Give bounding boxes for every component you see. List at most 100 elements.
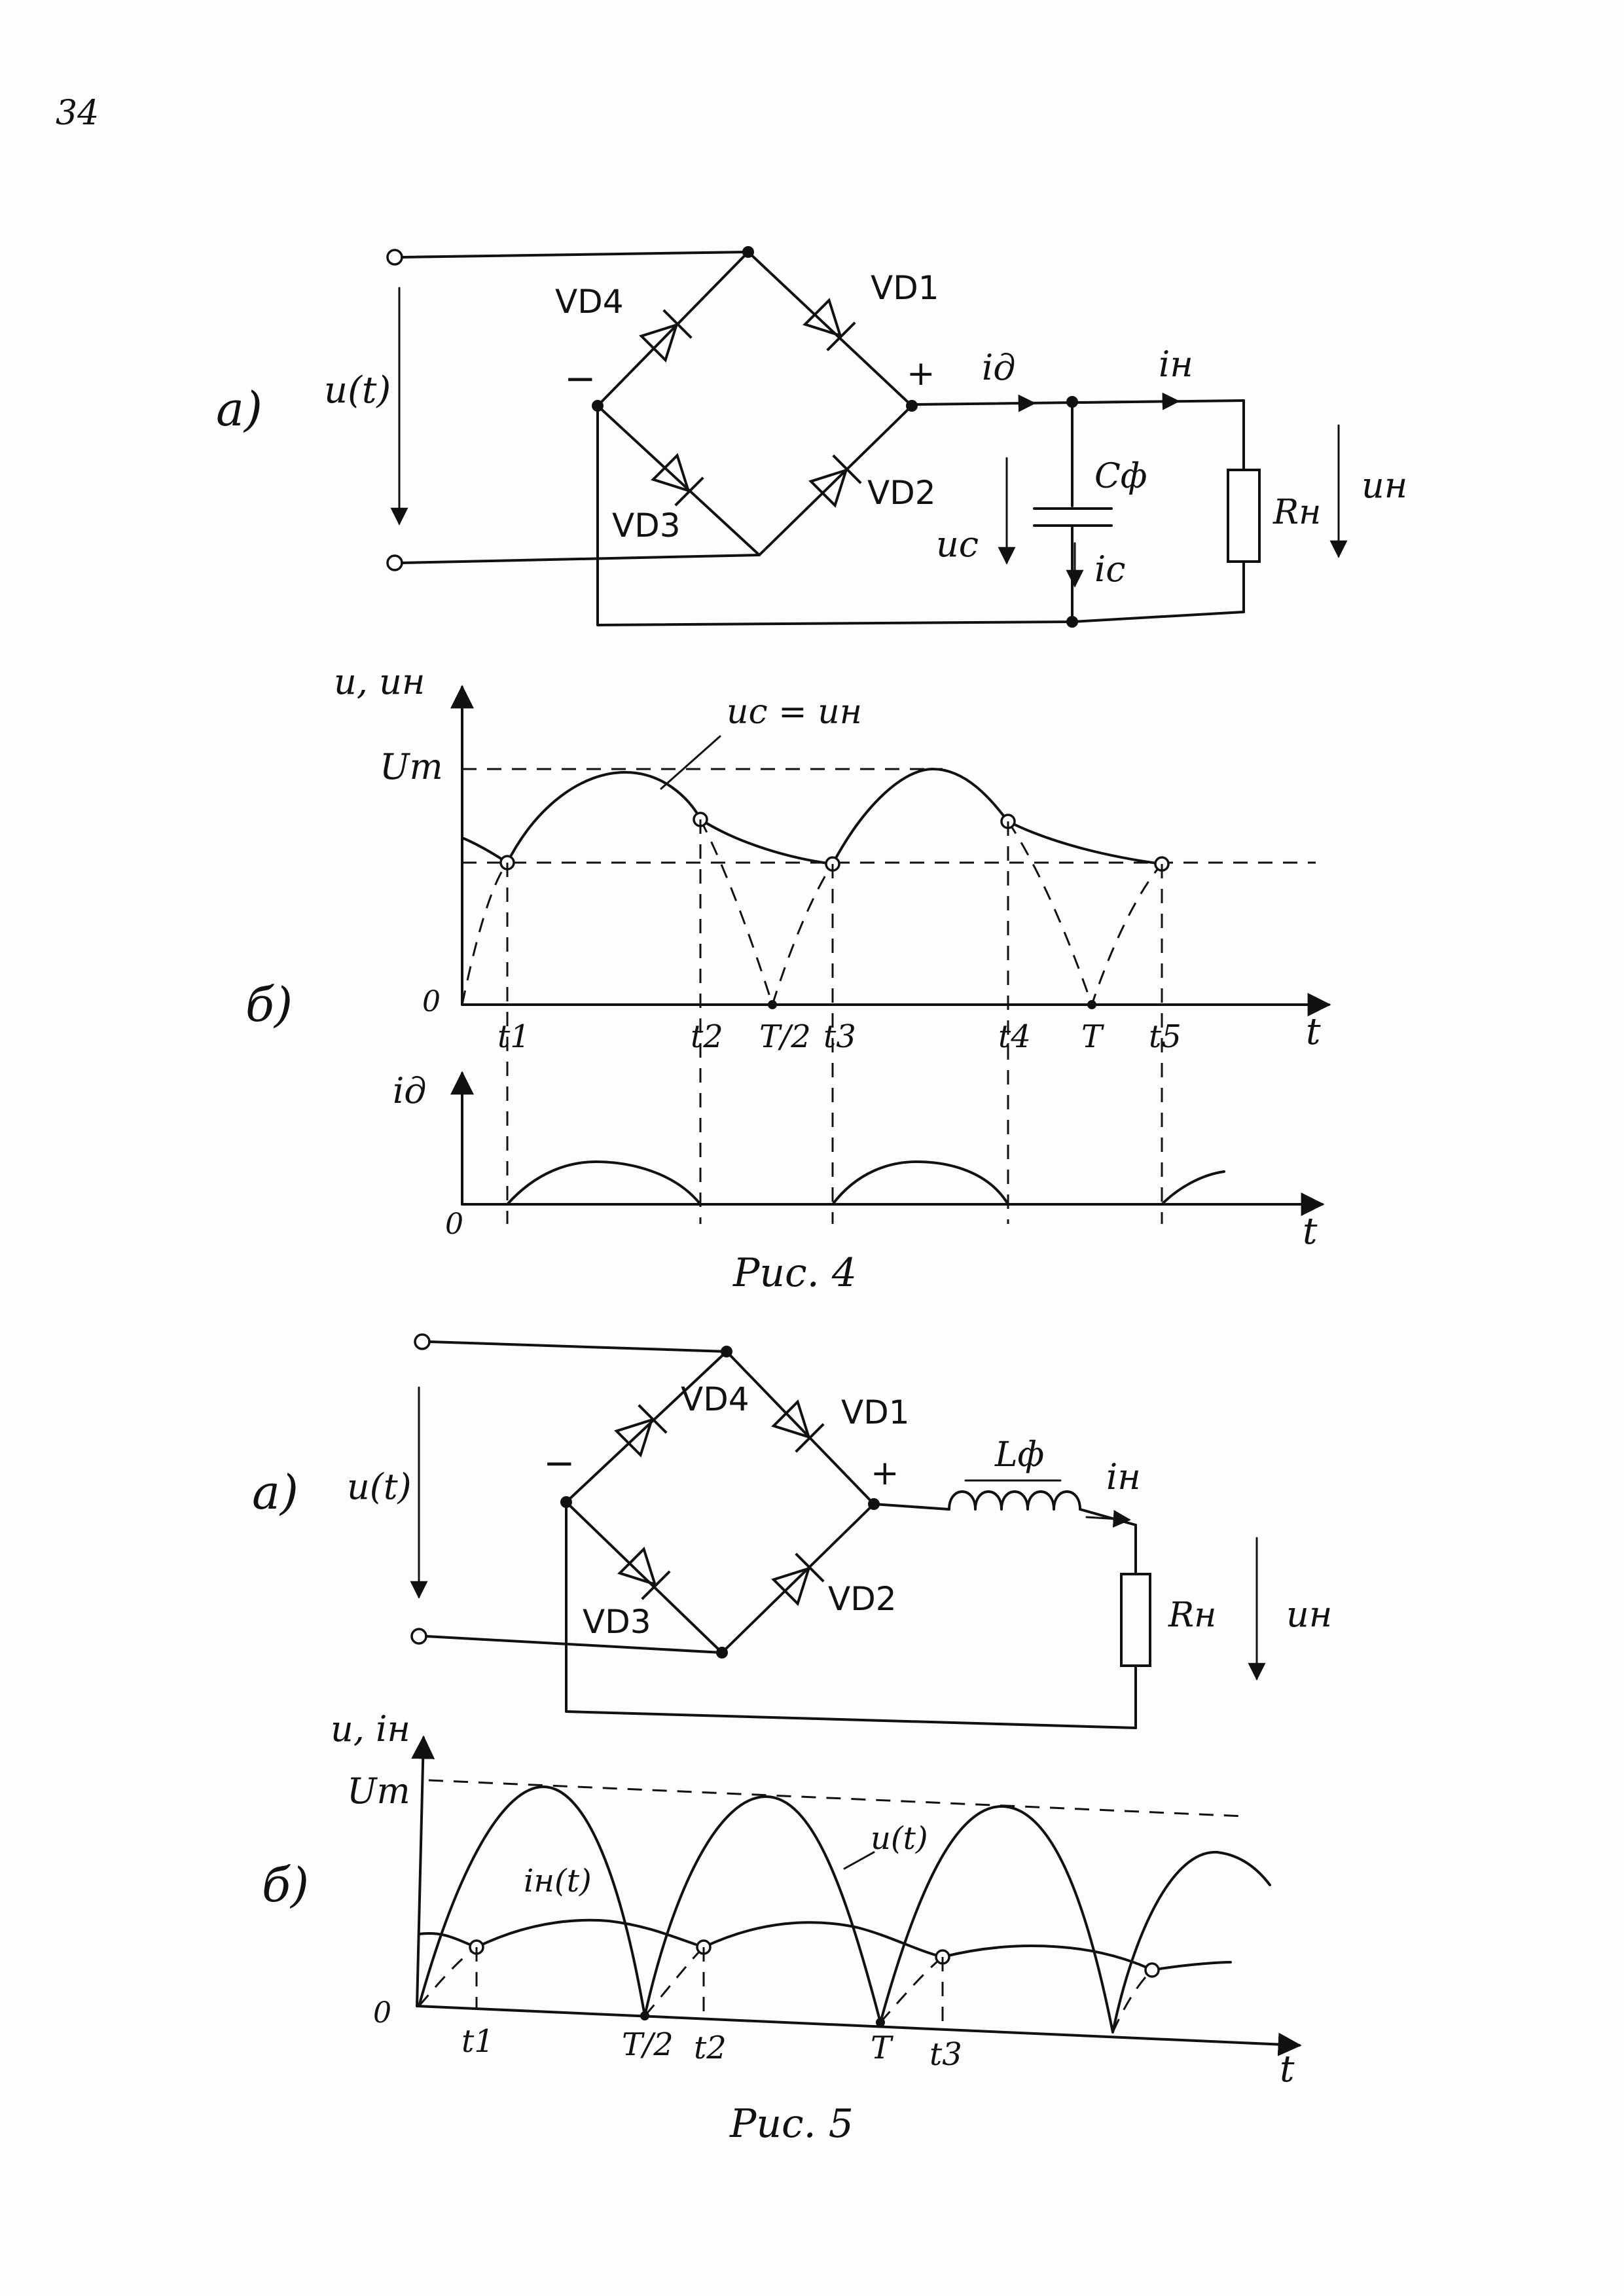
fig5-diode-vd2	[771, 1552, 825, 1606]
fig4-diode-current-label: iд	[982, 347, 1016, 388]
fig4-vd4-label: VD4	[555, 283, 624, 321]
fig4-zero-label: 0	[422, 985, 441, 1018]
fig4-tick-half-period: T/2	[759, 1018, 811, 1055]
fig5-input-terminal-bottom	[410, 1628, 427, 1645]
fig4-current-pulse-2	[831, 1160, 1009, 1206]
fig5-graph-y-axis	[411, 1735, 435, 2007]
fig5-tick-t1: t1	[461, 2023, 494, 2060]
fig5-tick-half-period: T/2	[622, 2026, 674, 2063]
fig5-current-curve-label: iн(t)	[524, 1863, 592, 1899]
fig4-current-pulse-1	[506, 1160, 702, 1206]
page-number: 34	[56, 94, 99, 133]
fig4-vd1-label: VD1	[871, 269, 939, 307]
fig5-load-current-arrow	[1085, 1510, 1131, 1528]
fig5-current-dash-3	[879, 1956, 943, 2023]
fig4-point-period	[1087, 1000, 1096, 1009]
fig4-diode-vd3	[651, 453, 704, 507]
fig4-tick-t3: t3	[823, 1018, 856, 1055]
fig5-inductor-label: Lф	[994, 1435, 1044, 1475]
fig4-curve-label: uc = uн	[727, 692, 862, 732]
fig5-load-current-label: iн	[1106, 1456, 1141, 1498]
fig5-voltage-curve-label: u(t)	[871, 1820, 928, 1857]
fig4-curve-label-leader	[660, 735, 721, 790]
fig5-part-a-label: а)	[252, 1465, 298, 1520]
fig4-rectified-dash-2	[699, 819, 834, 1008]
fig5-inductor	[948, 1490, 1081, 1511]
fig5-current-curve	[418, 1918, 1232, 1971]
fig5-um-dashed-line	[428, 1779, 1244, 1818]
fig5-return-wire	[565, 1501, 1137, 1729]
fig4-diode-vd4	[639, 309, 693, 363]
fig5-resistor-label: Rн	[1168, 1596, 1216, 1635]
fig4-current-y-label: iд	[393, 1070, 427, 1111]
fig5-point-half-period	[640, 2011, 649, 2020]
fig5-zero-label: 0	[373, 1996, 391, 2030]
fig5-input-terminal-top	[414, 1333, 431, 1350]
fig4-caption: Рис. 4	[732, 1250, 857, 1296]
fig5-current-dash-4	[1111, 1969, 1153, 2033]
fig4-plus-sign: +	[907, 354, 935, 393]
fig4-current-pulse-3	[1161, 1170, 1225, 1206]
fig5-circuit: а) u(t) VD4 VD1 VD3 VD2 −	[252, 1333, 1332, 1729]
fig5-current-dash-2	[643, 1946, 705, 2017]
fig4-input-voltage-label: u(t)	[324, 369, 391, 412]
fig4-capacitor-label: Cф	[1094, 457, 1147, 496]
fig5-t-axis-label: t	[1280, 2048, 1295, 2090]
fig4-load-current-arrow	[1098, 392, 1180, 410]
fig5-vd1-label: VD1	[841, 1393, 910, 1431]
fig4-resistor-label: Rн	[1272, 493, 1321, 532]
fig5-load-resistor	[1120, 1573, 1151, 1667]
fig5-vd2-label: VD2	[828, 1580, 897, 1618]
fig5-load-voltage-label: uн	[1286, 1594, 1332, 1635]
fig5-diode-vd1	[771, 1399, 825, 1453]
fig4-cap-current-label: ic	[1094, 548, 1126, 590]
fig4-point-half-period	[768, 1000, 777, 1009]
fig4-wire-bottom	[401, 554, 761, 564]
fig4-voltage-graph: б) u, uн Um 0 t uc = uн t1 t2 T/2	[245, 661, 1331, 1224]
fig4-tick-period: T	[1081, 1018, 1104, 1055]
fig4-load-current-label: iн	[1159, 344, 1193, 385]
fig4-bridge	[596, 251, 913, 556]
fig5-wire-to-inductor	[873, 1503, 950, 1511]
fig5-part-b-label: б)	[262, 1857, 309, 1912]
fig5-input-voltage-label: u(t)	[347, 1466, 412, 1507]
fig5-diode-vd4	[614, 1404, 668, 1458]
fig4-current-t-axis-label: t	[1303, 1210, 1318, 1253]
fig4-load-resistor	[1227, 469, 1261, 563]
fig4-vd2-label: VD2	[867, 474, 936, 512]
fig5-diode-vd3	[617, 1547, 671, 1600]
fig5-tick-t2: t2	[694, 2030, 727, 2066]
fig4-wire-top	[401, 251, 749, 259]
fig5-tick-t3: t3	[929, 2036, 962, 2073]
fig4-diode-vd1	[803, 298, 856, 351]
fig4-cap-voltage-label: uc	[936, 524, 979, 565]
fig4-circuit: а) u(t) VD4 VD1 VD3	[216, 246, 1407, 628]
fig4-rectified-dash-1	[461, 862, 509, 1005]
fig4-tick-t1: t1	[497, 1018, 530, 1055]
fig5-graph-y-label: u, iн	[331, 1708, 410, 1749]
fig4-ripple-curve	[461, 768, 1163, 865]
fig4-node-cap-bottom	[1066, 616, 1078, 628]
fig5-um-label: Um	[347, 1770, 410, 1812]
fig4-current-graph: iд 0 t Рис. 4	[393, 1070, 1325, 1296]
fig4-graph-y-label: u, uн	[334, 661, 425, 702]
fig5-tick-period: T	[871, 2030, 893, 2066]
fig5-plus-sign: +	[871, 1454, 899, 1493]
fig5-graph-x-axis	[416, 2005, 1302, 2056]
fig4-tick-t4: t4	[998, 1018, 1031, 1055]
fig4-vd3-label: VD3	[612, 507, 681, 545]
fig5-vd3-label: VD3	[583, 1603, 651, 1641]
fig4-tick-t2: t2	[691, 1018, 723, 1055]
fig4-diode-current-arrow	[961, 394, 1036, 412]
fig4-input-terminal-top	[386, 249, 403, 266]
fig4-input-terminal-bottom	[386, 554, 403, 571]
fig4-node-top	[742, 246, 754, 258]
fig5-current-dash-1	[418, 1946, 477, 2007]
fig5-graph: б) u, iн Um 0 t iн(t) u(t) t1 T/2 t2 T t	[262, 1708, 1302, 2147]
fig5-wire-bottom	[425, 1635, 723, 1654]
fig4-load-voltage-label: uн	[1362, 465, 1407, 506]
fig5-vd4-label: VD4	[681, 1380, 749, 1418]
fig4-t-axis-label: t	[1306, 1011, 1321, 1053]
